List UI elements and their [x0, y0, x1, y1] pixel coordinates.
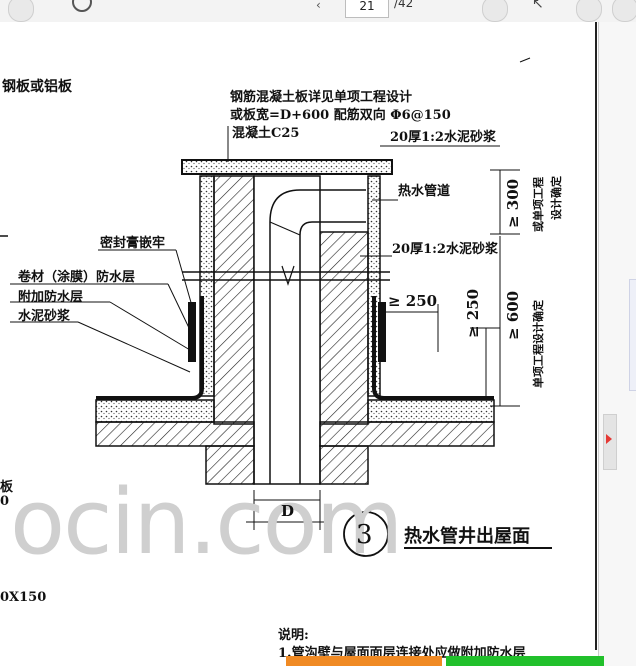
- detail-title: 热水管井出屋面: [404, 526, 530, 547]
- side-panel: [598, 22, 636, 666]
- left-cut-text-2: 0: [0, 494, 10, 509]
- prev-page-icon[interactable]: ‹: [316, 0, 321, 12]
- pdf-toolbar: ‹ 21 /42 ↖: [0, 0, 636, 23]
- side-note-1a: 或单项工程: [532, 177, 545, 232]
- cursor-icon[interactable]: ↖: [532, 0, 544, 12]
- detail-number: 3: [356, 520, 373, 550]
- info-icon[interactable]: [612, 0, 636, 22]
- expand-arrow-icon[interactable]: [606, 434, 612, 444]
- dim-300: ≥ 300: [504, 178, 522, 228]
- label-steel-plate: 钢板或铝板: [2, 79, 72, 95]
- search-icon[interactable]: [72, 0, 92, 12]
- label-sealant: 密封膏嵌牢: [100, 236, 166, 251]
- thumbnail-panel-edge[interactable]: [629, 279, 636, 391]
- dim-250-vertical: ≥ 250: [464, 288, 482, 338]
- top-slab: [181, 159, 393, 175]
- side-note-2: 单项工程设计确定: [532, 300, 545, 388]
- label-cement-mortar: 水泥砂浆: [18, 309, 71, 324]
- label-slab-line1: 钢筋混凝土板详见单项工程设计: [230, 90, 413, 105]
- left-cut-text-3: 0X150: [0, 590, 47, 605]
- explain-title: 说明:: [278, 628, 309, 643]
- page-number-input[interactable]: 21: [345, 0, 389, 18]
- label-mortar-top: 20厚1:2水泥砂浆: [390, 130, 496, 145]
- label-hot-pipe: 热水管道: [398, 184, 451, 199]
- green-action-button[interactable]: [446, 656, 604, 666]
- orange-action-button[interactable]: [286, 656, 442, 666]
- rotate-icon[interactable]: [576, 0, 602, 22]
- label-slab-line2: 或板宽=D+600 配筋双向 Φ6@150: [230, 108, 451, 123]
- label-membrane: 卷材（涂膜）防水层: [18, 270, 136, 285]
- detail-circle: [343, 511, 389, 557]
- side-note-1b: 设计确定: [550, 176, 563, 220]
- label-mortar-mid: 20厚1:2水泥砂浆: [392, 242, 498, 257]
- label-slab-line3: 混凝土C25: [232, 126, 300, 141]
- page-total: /42: [394, 0, 414, 10]
- dim-250-horizontal: ≥ 250: [388, 292, 438, 310]
- watermark: ocin.com: [10, 470, 403, 575]
- left-cut-text-1: 板: [0, 480, 14, 495]
- label-extra-waterproof: 附加防水层: [18, 290, 84, 305]
- back-icon[interactable]: [8, 0, 34, 22]
- zoom-out-icon[interactable]: [482, 0, 508, 22]
- dim-600: ≥ 600: [504, 290, 522, 340]
- dim-D: D: [281, 502, 295, 520]
